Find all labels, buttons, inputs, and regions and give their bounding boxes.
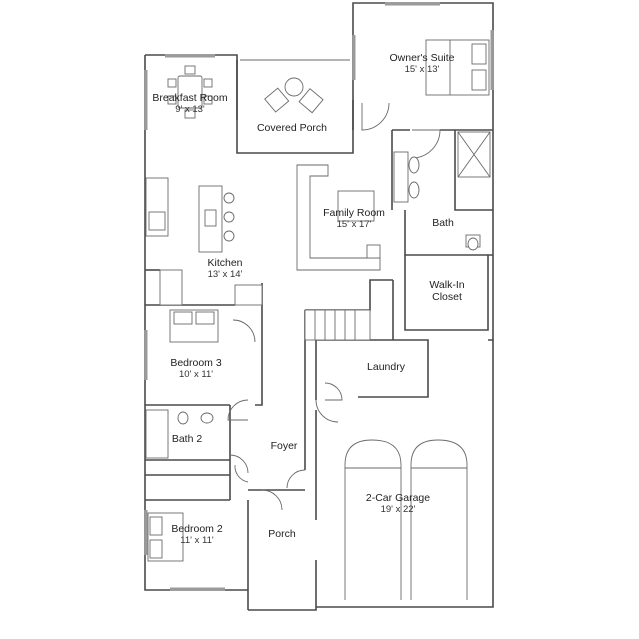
room-name-2: Closet	[432, 291, 462, 303]
porch-chairs	[264, 77, 324, 114]
interior-walls	[145, 59, 493, 596]
room-dim: 11' x 11'	[180, 535, 214, 546]
breakfast-table	[167, 65, 213, 119]
bedroom3-bed	[169, 309, 219, 343]
room-bath: Bath	[432, 217, 454, 229]
room-bedroom-2: Bedroom 2 11' x 11'	[171, 523, 223, 546]
room-name: Laundry	[367, 361, 406, 373]
room-garage: 2-Car Garage 19' x 22'	[366, 492, 430, 515]
bedroom2-bed	[147, 512, 184, 562]
room-family-room: Family Room 15' x 17'	[323, 207, 385, 230]
family-room-sofa	[296, 164, 381, 271]
kitchen-island	[198, 185, 235, 253]
room-bedroom-3: Bedroom 3 10' x 11'	[170, 357, 222, 380]
room-name: Covered Porch	[257, 122, 327, 134]
room-name: Foyer	[271, 440, 298, 452]
stairs	[304, 309, 371, 341]
room-name: Family Room	[323, 207, 385, 219]
room-name: Bedroom 3	[170, 357, 222, 369]
room-name: Bedroom 2	[171, 523, 223, 535]
room-dim: 15' x 13'	[405, 64, 440, 75]
owners-bed	[425, 39, 490, 96]
room-dim: 15' x 17'	[337, 219, 372, 230]
bath2-fixtures	[145, 409, 214, 459]
room-walk-in-closet: Walk-In Closet	[429, 279, 464, 303]
room-dim: 9' x 13'	[175, 104, 205, 115]
garage-cars	[344, 439, 468, 600]
doors	[227, 102, 441, 511]
room-name: Kitchen	[207, 257, 242, 269]
room-foyer: Foyer	[271, 440, 298, 452]
room-name: Porch	[268, 528, 296, 540]
room-laundry: Laundry	[367, 361, 406, 373]
room-porch: Porch	[268, 528, 296, 540]
room-name: Breakfast Room	[152, 92, 228, 104]
room-dim: 13' x 14'	[208, 269, 243, 280]
room-kitchen: Kitchen 13' x 14'	[207, 257, 242, 280]
room-name: Bath	[432, 217, 454, 229]
room-dim: 10' x 11'	[179, 369, 213, 380]
room-bath-2: Bath 2	[172, 433, 203, 445]
kitchen-counters	[145, 177, 263, 306]
room-covered-porch: Covered Porch	[257, 122, 327, 134]
owners-bath-fixtures	[393, 131, 491, 251]
room-name: Owner's Suite	[389, 52, 454, 64]
room-name: 2-Car Garage	[366, 492, 430, 504]
room-breakfast-room: Breakfast Room 9' x 13'	[152, 92, 228, 115]
room-name: Bath 2	[172, 433, 203, 445]
room-name: Walk-In	[429, 279, 464, 291]
windows	[144, 2, 494, 591]
room-dim: 19' x 22'	[381, 504, 416, 515]
room-owners-suite: Owner's Suite 15' x 13'	[389, 52, 454, 75]
